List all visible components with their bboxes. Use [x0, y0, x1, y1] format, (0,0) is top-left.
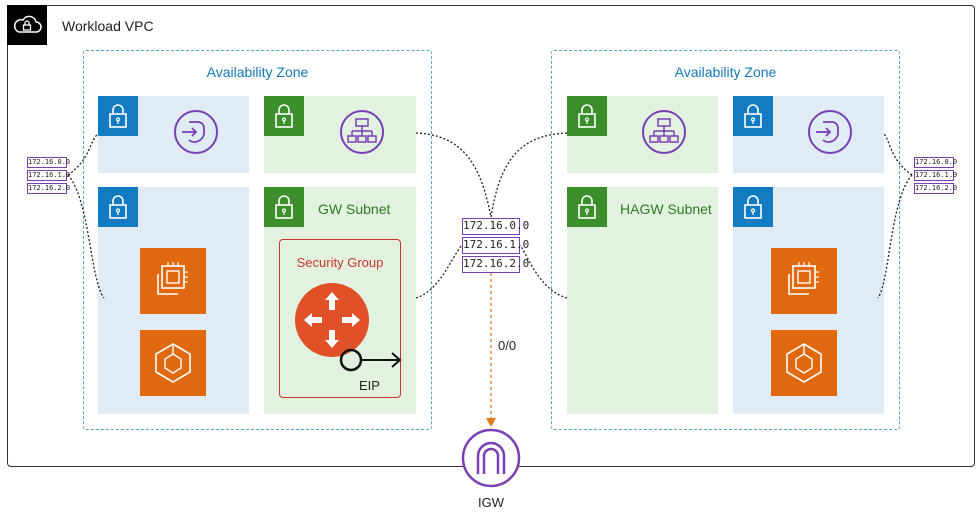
- default-route-arrow: [486, 273, 496, 427]
- route-cidr: 172.16.2.0: [462, 256, 529, 273]
- private-subnet-lock-icon: [98, 96, 138, 136]
- eip-circle: [339, 348, 363, 372]
- ecs-container-icon: [771, 330, 837, 396]
- availability-zone-left-title: Availability Zone: [206, 64, 309, 80]
- ecs-container-icon: [140, 330, 206, 396]
- left-route-cidr: 172.16.2.0: [27, 183, 71, 194]
- vpc-cloud-badge: [7, 5, 47, 45]
- availability-zone-right-title: Availability Zone: [674, 64, 777, 80]
- security-group-title: Security Group: [296, 255, 384, 270]
- gateway-router-icon: [294, 282, 370, 358]
- route-cidr: 172.16.1.0: [462, 237, 529, 254]
- hagw-subnet-label: HAGW Subnet: [620, 201, 712, 217]
- private-subnet-lock-icon: [733, 187, 773, 227]
- route-connectors: [67, 132, 913, 299]
- right-route-cidr: 172.16.0.0: [914, 157, 958, 168]
- igw-label: IGW: [478, 495, 504, 510]
- eip-label: EIP: [359, 378, 380, 393]
- vpc-endpoint-icon: [174, 110, 218, 154]
- arrow-right-icon: [391, 352, 402, 368]
- private-subnet-lock-icon: [98, 187, 138, 227]
- gw-subnet-label: GW Subnet: [318, 201, 391, 217]
- elastic-load-balancer-icon: [642, 110, 686, 154]
- cloud-lock-icon: [13, 15, 42, 33]
- ec2-instance-icon: [140, 248, 206, 314]
- elastic-load-balancer-icon: [340, 110, 384, 154]
- ec2-instance-icon: [771, 248, 837, 314]
- public-subnet-lock-icon: [264, 96, 304, 136]
- private-subnet-lock-icon: [733, 96, 773, 136]
- public-subnet-lock-icon: [567, 187, 607, 227]
- public-subnet-lock-icon: [567, 96, 607, 136]
- right-route-cidr: 172.16.2.0: [914, 183, 958, 194]
- left-route-cidr: 172.16.1.0: [27, 170, 71, 181]
- right-route-cidr: 172.16.1.0: [914, 170, 958, 181]
- public-subnet-lock-icon: [264, 187, 304, 227]
- availability-zone-left: [83, 50, 432, 430]
- vpc-endpoint-icon: [808, 110, 852, 154]
- availability-zone-right: [551, 50, 900, 430]
- vpc-title: Workload VPC: [62, 18, 154, 34]
- left-route-cidr: 172.16.0.0: [27, 157, 71, 168]
- default-route-label: 0/0: [498, 338, 517, 353]
- route-cidr: 172.16.0.0: [462, 218, 529, 235]
- internet-gateway-icon: [461, 428, 521, 488]
